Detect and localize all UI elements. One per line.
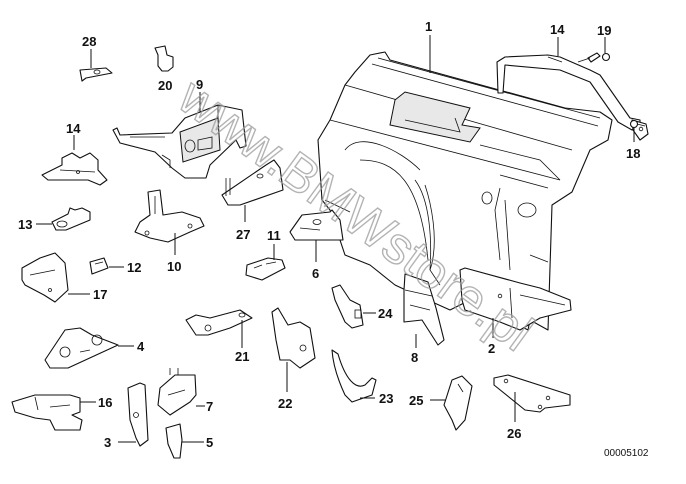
part-20-clip[interactable] [154, 45, 174, 72]
part-10-bracket-with-leg[interactable] [134, 189, 205, 243]
callout-8[interactable]: 8 [411, 350, 418, 365]
callout-21[interactable]: 21 [235, 349, 249, 364]
part-28-nut-plate[interactable] [79, 67, 113, 82]
part-25-wedge-bracket[interactable] [443, 375, 473, 431]
part-5-clip-small[interactable] [165, 423, 183, 459]
callout-5[interactable]: 5 [206, 435, 213, 450]
callout-11[interactable]: 11 [267, 228, 281, 243]
part-7-bracket-studs[interactable] [157, 368, 197, 416]
part-4-mounting-plate[interactable] [44, 327, 119, 369]
callout-15[interactable]: 14 [550, 22, 565, 37]
callout-27[interactable]: 27 [236, 227, 250, 242]
callout-23[interactable]: 23 [379, 391, 393, 406]
callout-12[interactable]: 12 [127, 260, 141, 275]
callout-3[interactable]: 3 [104, 435, 111, 450]
part-6-mounting-bracket[interactable] [289, 209, 344, 241]
callout-7[interactable]: 7 [206, 399, 213, 414]
callout-14[interactable]: 14 [66, 121, 81, 136]
part-17-bracket-angled[interactable] [21, 252, 69, 303]
part-2-bracket-lower-right[interactable] [459, 267, 572, 331]
part-15-tube-brace[interactable] [496, 54, 649, 141]
part-11-retaining-plate[interactable] [245, 257, 286, 281]
callout-13[interactable]: 13 [18, 217, 32, 232]
callout-4[interactable]: 4 [137, 339, 145, 354]
diagram-id: 00005102 [604, 448, 649, 459]
callout-9[interactable]: 9 [196, 77, 203, 92]
callout-16[interactable]: 16 [98, 395, 112, 410]
callout-22[interactable]: 22 [278, 396, 292, 411]
callout-28[interactable]: 28 [82, 34, 96, 49]
callout-17[interactable]: 17 [93, 287, 107, 302]
part-9-side-panel-bracket[interactable] [112, 104, 247, 179]
part-24-holder[interactable] [331, 284, 364, 329]
part-23-curved-support[interactable] [331, 349, 377, 403]
part-22-curved-bracket[interactable] [271, 307, 316, 369]
callout-25[interactable]: 25 [409, 393, 423, 408]
part-14-bracket-plate[interactable] [41, 152, 108, 186]
callout-18[interactable]: 18 [626, 146, 640, 161]
part-16-bracket-channel[interactable] [11, 394, 83, 431]
callout-2[interactable]: 2 [488, 341, 495, 356]
part-18-bolt[interactable] [629, 119, 646, 129]
part-27-bracket-with-stud[interactable] [221, 159, 284, 206]
callout-10[interactable]: 10 [167, 259, 181, 274]
callout-19[interactable]: 19 [597, 23, 611, 38]
part-13-ring-bracket[interactable] [51, 207, 91, 231]
callout-1[interactable]: 1 [425, 19, 432, 34]
part-8-support-bracket[interactable] [403, 273, 445, 346]
part-12-clip-nut[interactable] [89, 257, 109, 275]
callout-20[interactable]: 20 [158, 78, 172, 93]
callout-24[interactable]: 24 [378, 306, 393, 321]
part-21-strip-bracket[interactable] [185, 309, 253, 336]
callout-6[interactable]: 6 [312, 266, 319, 281]
callout-26[interactable]: 26 [507, 426, 521, 441]
part-19-bolt[interactable] [577, 52, 611, 63]
part-3-bracket-vertical[interactable] [127, 382, 149, 447]
part-26-strap-plate[interactable] [493, 374, 571, 413]
